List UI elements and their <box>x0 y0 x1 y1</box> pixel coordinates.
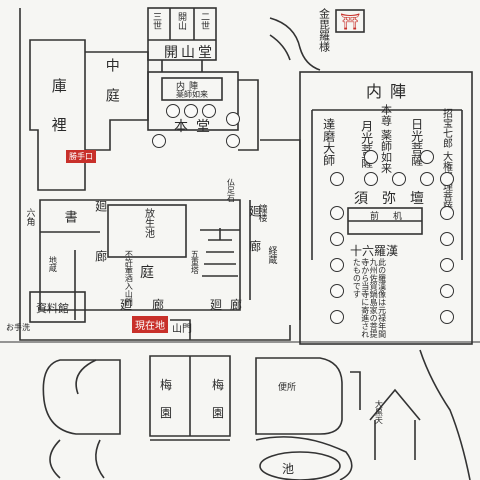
shoin-label: 書 <box>61 210 77 223</box>
rakan-title: 十六羅漢 <box>350 244 399 258</box>
naijin-title: 内陣 <box>366 82 415 101</box>
statue-circle <box>440 206 454 220</box>
rokkaku-label: 六角 <box>24 208 35 226</box>
corridor-2: 廊 <box>93 250 108 262</box>
statue-circle <box>440 310 454 324</box>
statue-circle <box>420 150 434 164</box>
ume-en-2a: 梅 <box>212 378 225 392</box>
konpira-label: 金毘羅様 <box>317 8 331 52</box>
naijin-right-figure-2: 招宝七郎 大権修理菩薩 <box>440 108 452 212</box>
altar-char-3: 壇 <box>410 191 424 207</box>
statue-circle <box>440 172 454 186</box>
naijin-left-figure: 達磨大師 <box>321 118 336 166</box>
statue-circle <box>330 258 344 272</box>
shomei-label: 鐘楼 <box>256 204 267 222</box>
hondo-statue-circle <box>202 104 216 118</box>
kaisando-title: 開山堂 <box>164 45 215 61</box>
naijin-center-figure-1: 本尊 薬師如来 <box>379 104 393 174</box>
katte-label: 勝手口 <box>66 150 96 163</box>
sanmon-label: 山門 <box>172 324 192 335</box>
kyozo-label: 経蔵 <box>266 246 277 264</box>
gojunoto-label: 五重塔 <box>190 250 200 274</box>
hojoike-label: 放生池 <box>142 208 154 238</box>
jizo-label: 地蔵 <box>48 256 58 272</box>
altar-char-2: 弥 <box>382 191 396 207</box>
kaisando-statue-2: 開山 <box>176 12 186 30</box>
corridor-5: 廻 <box>120 298 133 312</box>
hondo-statue-circle <box>184 104 198 118</box>
statue-circle <box>330 232 344 246</box>
corridor-7: 廻 <box>210 298 223 312</box>
ike-label: 池 <box>282 462 295 476</box>
restroom-sign-label: お手洗 <box>6 323 30 332</box>
corridor-8: 廊 <box>230 298 243 312</box>
ume-en-1a: 梅 <box>160 378 173 392</box>
statue-circle <box>364 172 378 186</box>
teien-label: 庭 <box>140 265 154 281</box>
altar-char-1: 須 <box>354 191 368 207</box>
shiryokan-label: 資料館 <box>36 302 69 315</box>
statue-circle <box>330 172 344 186</box>
statue-circle <box>364 150 378 164</box>
ume-en-1b: 園 <box>160 406 173 420</box>
statue-circle <box>330 284 344 298</box>
corridor-1: 廻 <box>93 200 108 212</box>
kaisando-statue-3: 二世 <box>199 12 209 30</box>
butsusekiyo-label: 仏足石 <box>226 178 236 202</box>
hondo-statue-circle <box>226 134 240 148</box>
hisshi-note: 不許葷酒入山門 <box>124 250 134 306</box>
statue-circle <box>440 284 454 298</box>
naijin-small-label: 内陣 <box>176 82 203 92</box>
toilet-label: 便所 <box>278 383 297 393</box>
statue-circle <box>420 172 434 186</box>
ume-en-2b: 園 <box>212 406 225 420</box>
torii-icon: ⛩ <box>340 12 361 31</box>
statue-circle <box>330 310 344 324</box>
corridor-4: 廊 <box>247 240 262 252</box>
hondo-statue-circle <box>226 112 240 126</box>
kuri-label: 庫裡 <box>49 78 68 156</box>
statue-circle <box>330 206 344 220</box>
hondo-statue-circle <box>152 134 166 148</box>
statue-circle <box>440 258 454 272</box>
corridor-6: 廊 <box>152 298 165 312</box>
corridor-3: 廻 <box>247 205 262 217</box>
hondo-statue-circle <box>166 104 180 118</box>
desk-label: 前机 <box>370 212 417 222</box>
rakan-note: 此の羅漢像は元禄年間九州佐賀鍋島家の菩提寺から当寺に寄進されたものです <box>352 258 387 338</box>
hondo-label: 本堂 <box>174 119 218 135</box>
statue-circle <box>440 232 454 246</box>
naka-niwa-label: 中庭 <box>103 58 120 118</box>
current-location-marker: 現在地 <box>132 316 168 333</box>
daikoku-label: 大黒天 <box>374 400 384 424</box>
kaisando-statue-1: 三世 <box>151 12 161 30</box>
statue-circle <box>392 172 406 186</box>
naijin-small-sub: 薬師如来 <box>176 90 208 99</box>
